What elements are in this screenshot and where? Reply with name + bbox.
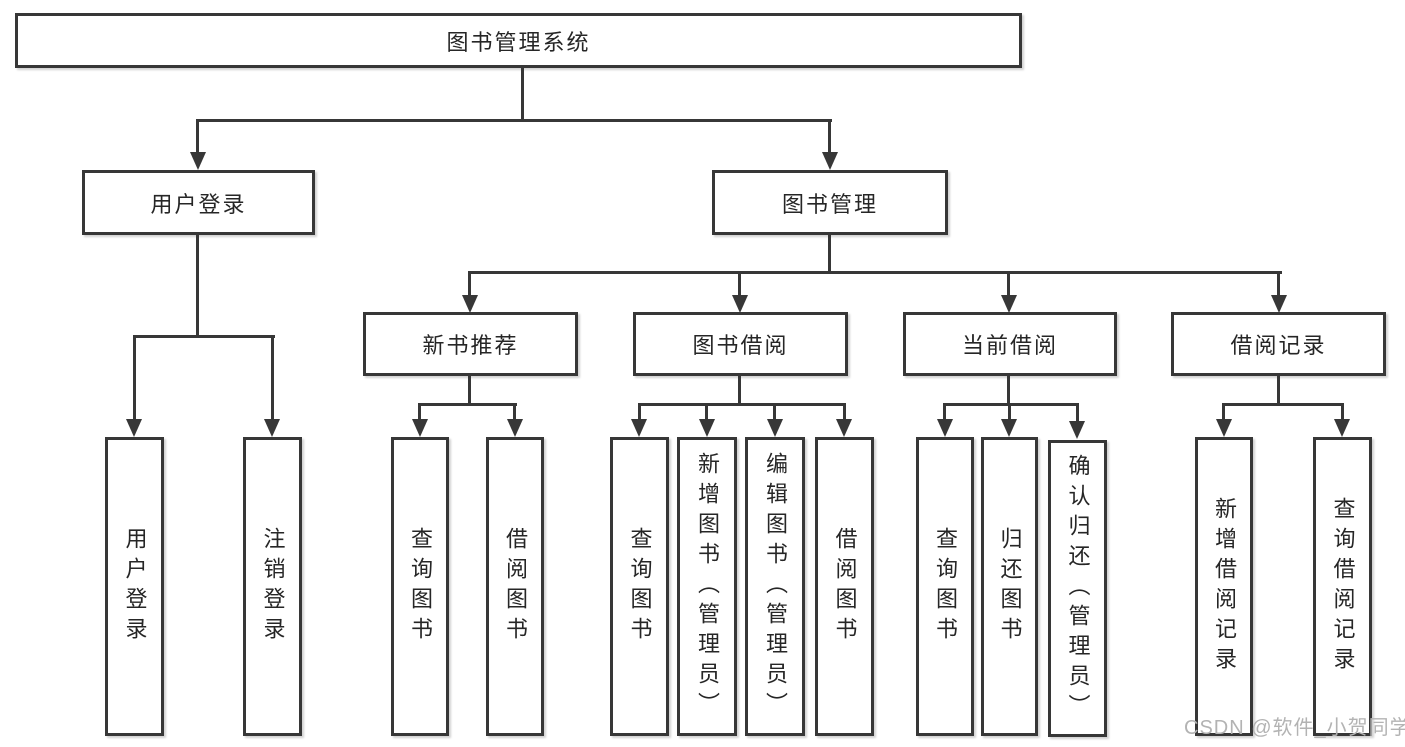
node-borrowing-records: 借阅记录 (1171, 312, 1386, 376)
leaf-cb-return-books: 归还图书 (981, 437, 1038, 736)
leaf-br-query-record: 查询借阅记录 (1313, 437, 1372, 736)
node-root-label: 图书管理系统 (446, 29, 591, 55)
leaf-user-login-label: 用户登录 (122, 526, 148, 647)
connector-line (196, 235, 199, 338)
leaf-cb-query-books: 查询图书 (916, 437, 974, 736)
leaf-cb-query-books-label: 查询图书 (933, 526, 958, 647)
arrowhead-down-icon (1001, 295, 1017, 313)
leaf-cb-confirm-return-admin: 确认归还（管理员） (1048, 440, 1107, 737)
leaf-logout-label: 注销登录 (260, 526, 286, 647)
connector-line (828, 119, 831, 154)
connector-line (705, 403, 708, 421)
node-user-login-label: 用户登录 (150, 191, 247, 217)
arrowhead-down-icon (699, 419, 715, 437)
arrowhead-down-icon (190, 152, 206, 170)
leaf-bb-add-books-admin-label: 新增图书（管理员） (695, 451, 720, 722)
connector-line (133, 335, 275, 338)
arrowhead-down-icon (1334, 419, 1350, 437)
leaf-bb-query-books: 查询图书 (610, 437, 669, 736)
leaf-logout: 注销登录 (243, 437, 302, 736)
connector-line (738, 376, 741, 406)
leaf-bb-borrow-books-label: 借阅图书 (832, 526, 858, 647)
node-user-login: 用户登录 (82, 170, 315, 235)
connector-line (1008, 403, 1011, 421)
node-root: 图书管理系统 (15, 13, 1022, 68)
connector-line (196, 119, 199, 154)
node-book-management-label: 图书管理 (781, 191, 878, 217)
connector-line (196, 119, 832, 122)
connector-line (773, 403, 776, 421)
connector-line (133, 335, 136, 421)
connector-line (1341, 403, 1344, 421)
connector-line (843, 403, 846, 421)
connector-line (738, 271, 741, 297)
arrowhead-down-icon (822, 152, 838, 170)
leaf-nb-borrow-books-label: 借阅图书 (503, 526, 528, 647)
leaf-nb-query-books-label: 查询图书 (408, 526, 433, 647)
connector-line (513, 403, 516, 421)
connector-line (521, 66, 524, 121)
arrowhead-down-icon (462, 295, 478, 313)
leaf-user-login: 用户登录 (105, 437, 164, 736)
connector-line (468, 271, 471, 297)
node-current-borrowing-label: 当前借阅 (961, 333, 1058, 358)
connector-line (828, 235, 831, 274)
arrowhead-down-icon (507, 419, 523, 437)
node-book-borrowing: 图书借阅 (633, 312, 848, 376)
leaf-br-query-record-label: 查询借阅记录 (1330, 496, 1356, 677)
arrowhead-down-icon (1216, 419, 1232, 437)
connector-line (1222, 403, 1344, 406)
arrowhead-down-icon (767, 419, 783, 437)
connector-line (469, 271, 1282, 274)
csdn-watermark: CSDN @软件_小贺同学 (1184, 717, 1405, 739)
connector-line (1277, 271, 1280, 297)
leaf-br-add-record: 新增借阅记录 (1195, 437, 1253, 736)
leaf-bb-edit-books-admin-label: 编辑图书（管理员） (763, 451, 788, 722)
connector-line (943, 403, 1079, 406)
arrowhead-down-icon (126, 419, 142, 437)
node-book-borrowing-label: 图书借阅 (692, 333, 789, 358)
connector-line (418, 403, 517, 406)
connector-line (638, 403, 846, 406)
connector-line (1277, 376, 1280, 406)
connector-line (638, 403, 641, 421)
node-borrowing-records-label: 借阅记录 (1230, 333, 1327, 358)
arrowhead-down-icon (1001, 419, 1017, 437)
arrowhead-down-icon (937, 419, 953, 437)
node-current-borrowing: 当前借阅 (903, 312, 1117, 376)
connector-line (1007, 376, 1010, 406)
node-new-book-recommend: 新书推荐 (363, 312, 578, 376)
connector-line (468, 376, 471, 406)
leaf-bb-query-books-label: 查询图书 (627, 526, 653, 647)
leaf-nb-borrow-books: 借阅图书 (486, 437, 544, 736)
connector-line (271, 335, 274, 421)
leaf-bb-edit-books-admin: 编辑图书（管理员） (745, 437, 805, 736)
connector-line (1076, 403, 1079, 423)
arrowhead-down-icon (732, 295, 748, 313)
arrowhead-down-icon (264, 419, 280, 437)
leaf-bb-add-books-admin: 新增图书（管理员） (677, 437, 737, 736)
leaf-cb-return-books-label: 归还图书 (997, 526, 1023, 647)
node-new-book-recommend-label: 新书推荐 (422, 333, 519, 358)
connector-line (943, 403, 946, 421)
connector-line (1222, 403, 1225, 421)
leaf-nb-query-books: 查询图书 (391, 437, 449, 736)
leaf-cb-confirm-return-admin-label: 确认归还（管理员） (1065, 453, 1091, 724)
connector-line (418, 403, 421, 421)
arrowhead-down-icon (631, 419, 647, 437)
arrowhead-down-icon (1271, 295, 1287, 313)
arrowhead-down-icon (412, 419, 428, 437)
connector-line (1007, 271, 1010, 297)
node-book-management: 图书管理 (712, 170, 948, 235)
leaf-bb-borrow-books: 借阅图书 (815, 437, 874, 736)
arrowhead-down-icon (1069, 421, 1085, 439)
leaf-br-add-record-label: 新增借阅记录 (1212, 496, 1237, 677)
arrowhead-down-icon (836, 419, 852, 437)
